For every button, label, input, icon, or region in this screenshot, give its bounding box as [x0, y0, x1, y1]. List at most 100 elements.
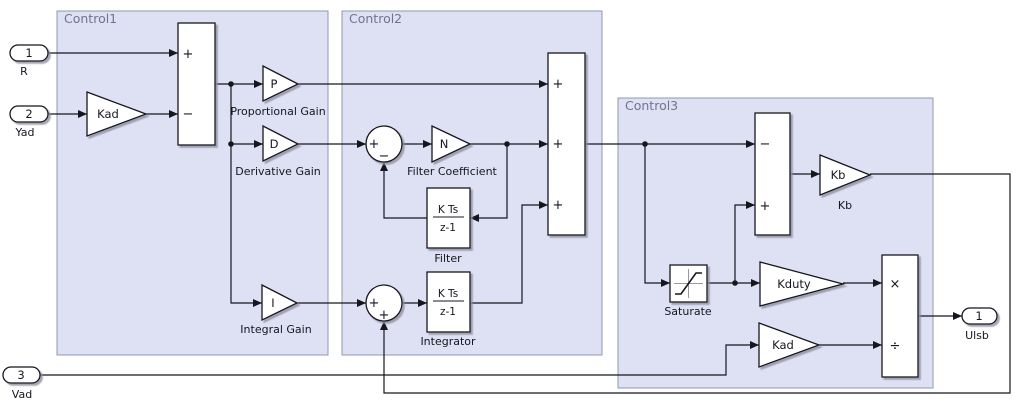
inport-vad[interactable]: 3 Vad [2, 366, 41, 401]
product-divide-sign: ÷ [890, 339, 901, 354]
branch-dot [228, 81, 234, 87]
inport-oval[interactable] [9, 105, 49, 123]
wire-kb-feedback-to-integsum [380, 173, 1011, 394]
gain-kb-text: Kb [831, 168, 846, 182]
wire-vad-to-kad2 [40, 341, 759, 376]
gain-proportional[interactable]: P Proportional Gain [230, 64, 326, 118]
gain-d-label: Derivative Gain [235, 165, 321, 178]
sum-rect[interactable] [177, 22, 216, 146]
gain-p-text: P [271, 77, 278, 91]
integsum-plus-sign: + [369, 296, 380, 311]
filter-block[interactable]: K Ts z-1 Filter [426, 187, 471, 265]
gain-triangle[interactable] [759, 261, 846, 307]
gain-kduty[interactable]: Kduty [759, 261, 846, 307]
integrator-denominator: z-1 [440, 306, 456, 318]
filter-numerator: K Ts [438, 204, 458, 216]
wire-integrator-to-bigsum [470, 201, 548, 304]
sum-circle[interactable] [365, 284, 403, 322]
inport-number: 2 [25, 107, 32, 121]
area-control3-label: Control3 [625, 98, 678, 113]
pidsum-plus1-sign: + [553, 77, 564, 92]
gain-kad2[interactable]: Kad [758, 322, 821, 368]
wire-branch-to-saturate [644, 144, 670, 287]
integrator-sum-circle[interactable]: + + [365, 284, 403, 323]
sum1-plus-sign: + [183, 47, 194, 62]
gain-triangle[interactable] [819, 154, 872, 196]
wire-filter-to-derivsum [380, 162, 427, 219]
gain-triangle[interactable] [431, 124, 472, 164]
gain-n-label: Filter Coefficient [407, 165, 497, 178]
gain-triangle[interactable] [261, 283, 299, 322]
outport-oval[interactable] [961, 307, 998, 325]
filter-denominator: z-1 [440, 222, 456, 234]
wire-saturate-branch-to-sum3 [734, 201, 755, 283]
inport-number: 1 [25, 46, 32, 60]
gain-kad2-text: Kad [772, 338, 794, 352]
gain-derivative[interactable]: D Derivative Gain [235, 124, 321, 178]
gain-d-text: D [270, 137, 279, 151]
product-rect[interactable] [881, 254, 919, 378]
derivsum-minus-sign: − [379, 149, 390, 164]
integrator-label: Integrator [420, 335, 476, 348]
pidsum-plus3-sign: + [553, 198, 564, 213]
product-divide-block[interactable]: × ÷ [881, 254, 919, 378]
gain-kad1-text: Kad [97, 107, 119, 121]
branch-dot [504, 141, 510, 147]
discrete-block-rect[interactable] [426, 271, 471, 333]
gain-filter-coefficient[interactable]: N Filter Coefficient [407, 124, 498, 178]
integrator-block[interactable]: K Ts z-1 Integrator [420, 271, 476, 348]
gain-kb[interactable]: Kb Kb [819, 154, 872, 212]
inport-oval[interactable] [2, 366, 41, 384]
outport-name: Ulsb [965, 329, 989, 342]
gain-i-label: Integral Gain [240, 323, 311, 336]
sum-circle[interactable] [365, 125, 403, 163]
inport-oval[interactable] [9, 44, 49, 62]
area-control2-label: Control2 [349, 11, 402, 26]
inport-name: Yad [15, 126, 35, 139]
pid-sum-block[interactable]: + + + [547, 52, 586, 236]
branch-dot [642, 141, 648, 147]
area-control1-label: Control1 [64, 11, 117, 26]
product-times-sign: × [890, 277, 901, 292]
inport-r[interactable]: 1 R [9, 44, 49, 78]
saturation-curve-icon [675, 272, 702, 295]
derivative-sum-circle[interactable]: + − [365, 125, 403, 164]
outport-number: 1 [975, 309, 982, 323]
gain-integral[interactable]: I Integral Gain [240, 283, 312, 336]
inport-number: 3 [17, 368, 24, 382]
branch-dot [732, 280, 738, 286]
outport-ulsb[interactable]: 1 Ulsb [961, 307, 998, 342]
discrete-block-rect[interactable] [426, 187, 471, 249]
inport-yad[interactable]: 2 Yad [9, 105, 49, 139]
integsum-plus2-sign: + [379, 308, 390, 323]
gain-triangle[interactable] [262, 124, 300, 163]
sum1-block[interactable]: + − [177, 22, 216, 146]
gain-kduty-text: Kduty [777, 277, 811, 291]
gain-i-text: I [271, 296, 274, 310]
wire-n-branch-to-filter [470, 144, 508, 222]
inport-name: Vad [12, 388, 32, 401]
sum3-minus-sign: − [760, 137, 771, 152]
gain-kad1[interactable]: Kad [86, 91, 148, 137]
saturate-block[interactable]: Saturate [664, 264, 712, 318]
sum-rect[interactable] [754, 112, 791, 236]
sum3-plus-sign: + [760, 199, 771, 214]
gain-triangle[interactable] [86, 91, 148, 137]
wire-branch-to-i [230, 144, 262, 307]
integrator-numerator: K Ts [438, 288, 458, 300]
derivsum-plus-sign: + [369, 137, 380, 152]
gain-triangle[interactable] [758, 322, 821, 368]
sum1-minus-sign: − [183, 107, 194, 122]
inport-name: R [20, 65, 28, 78]
gain-triangle[interactable] [262, 64, 300, 103]
gain-n-text: N [440, 137, 449, 151]
sum-rect[interactable] [547, 52, 586, 236]
branch-dot [228, 141, 234, 147]
pidsum-plus2-sign: + [553, 137, 564, 152]
saturate-label: Saturate [664, 305, 712, 318]
filter-label: Filter [434, 252, 462, 265]
gain-p-label: Proportional Gain [230, 105, 325, 118]
antiwindup-sum-block[interactable]: − + [754, 112, 791, 236]
